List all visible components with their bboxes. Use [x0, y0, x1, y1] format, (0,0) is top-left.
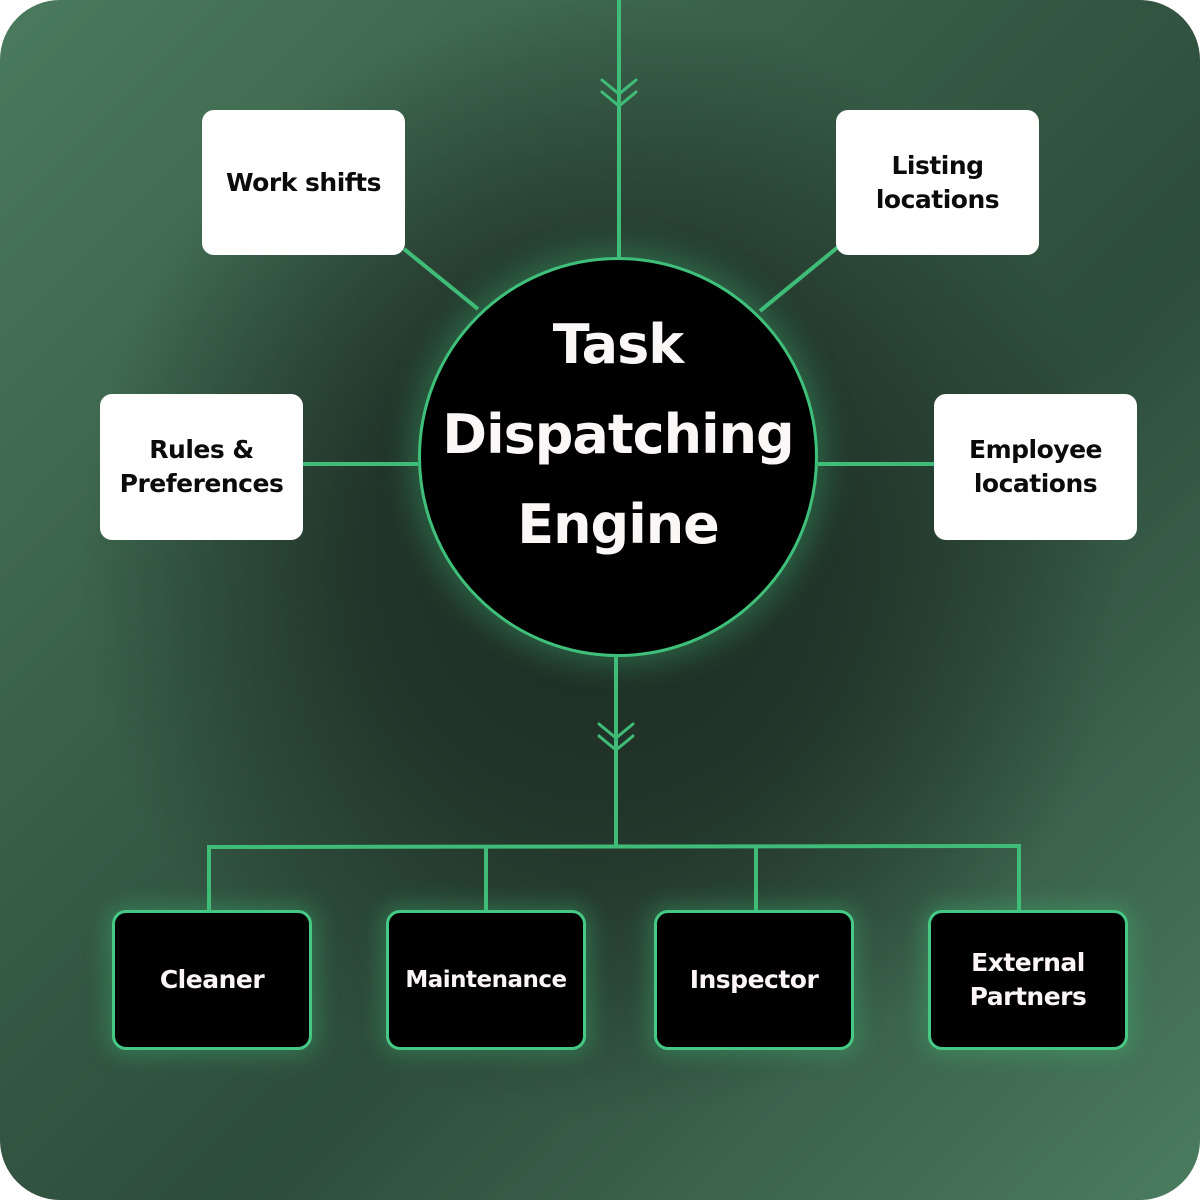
output-inspector: Inspector — [654, 910, 854, 1050]
input-listing-locations: Listing locations — [836, 110, 1039, 255]
double-chevron-down-icon — [597, 722, 635, 752]
edge-work-shifts — [402, 247, 480, 311]
output-label: Maintenance — [405, 967, 567, 993]
edge-listing-locations — [758, 245, 840, 313]
output-maintenance: Maintenance — [386, 910, 586, 1050]
input-label: Listing locations — [875, 150, 1000, 214]
engine-label-line: Dispatching — [442, 403, 794, 466]
input-label: Work shifts — [226, 167, 381, 197]
output-label: Inspector — [689, 965, 819, 994]
double-chevron-down-icon — [600, 78, 638, 108]
input-work-shifts: Work shifts — [202, 110, 405, 255]
task-dispatching-engine-node: Task Dispatching Engine — [418, 257, 818, 657]
output-label: External Partners — [969, 948, 1087, 1011]
output-external-partners: External Partners — [928, 910, 1128, 1050]
input-label: Employee locations — [969, 435, 1102, 498]
input-rules-preferences: Rules & Preferences — [100, 394, 303, 540]
output-cleaner: Cleaner — [112, 910, 312, 1050]
input-label: Rules & Preferences — [119, 435, 284, 498]
edge-output-bus — [207, 843, 1021, 910]
engine-label-line: Engine — [517, 493, 720, 556]
input-employee-locations: Employee locations — [934, 394, 1137, 540]
output-label: Cleaner — [159, 965, 265, 994]
engine-label-line: Task — [552, 313, 684, 376]
